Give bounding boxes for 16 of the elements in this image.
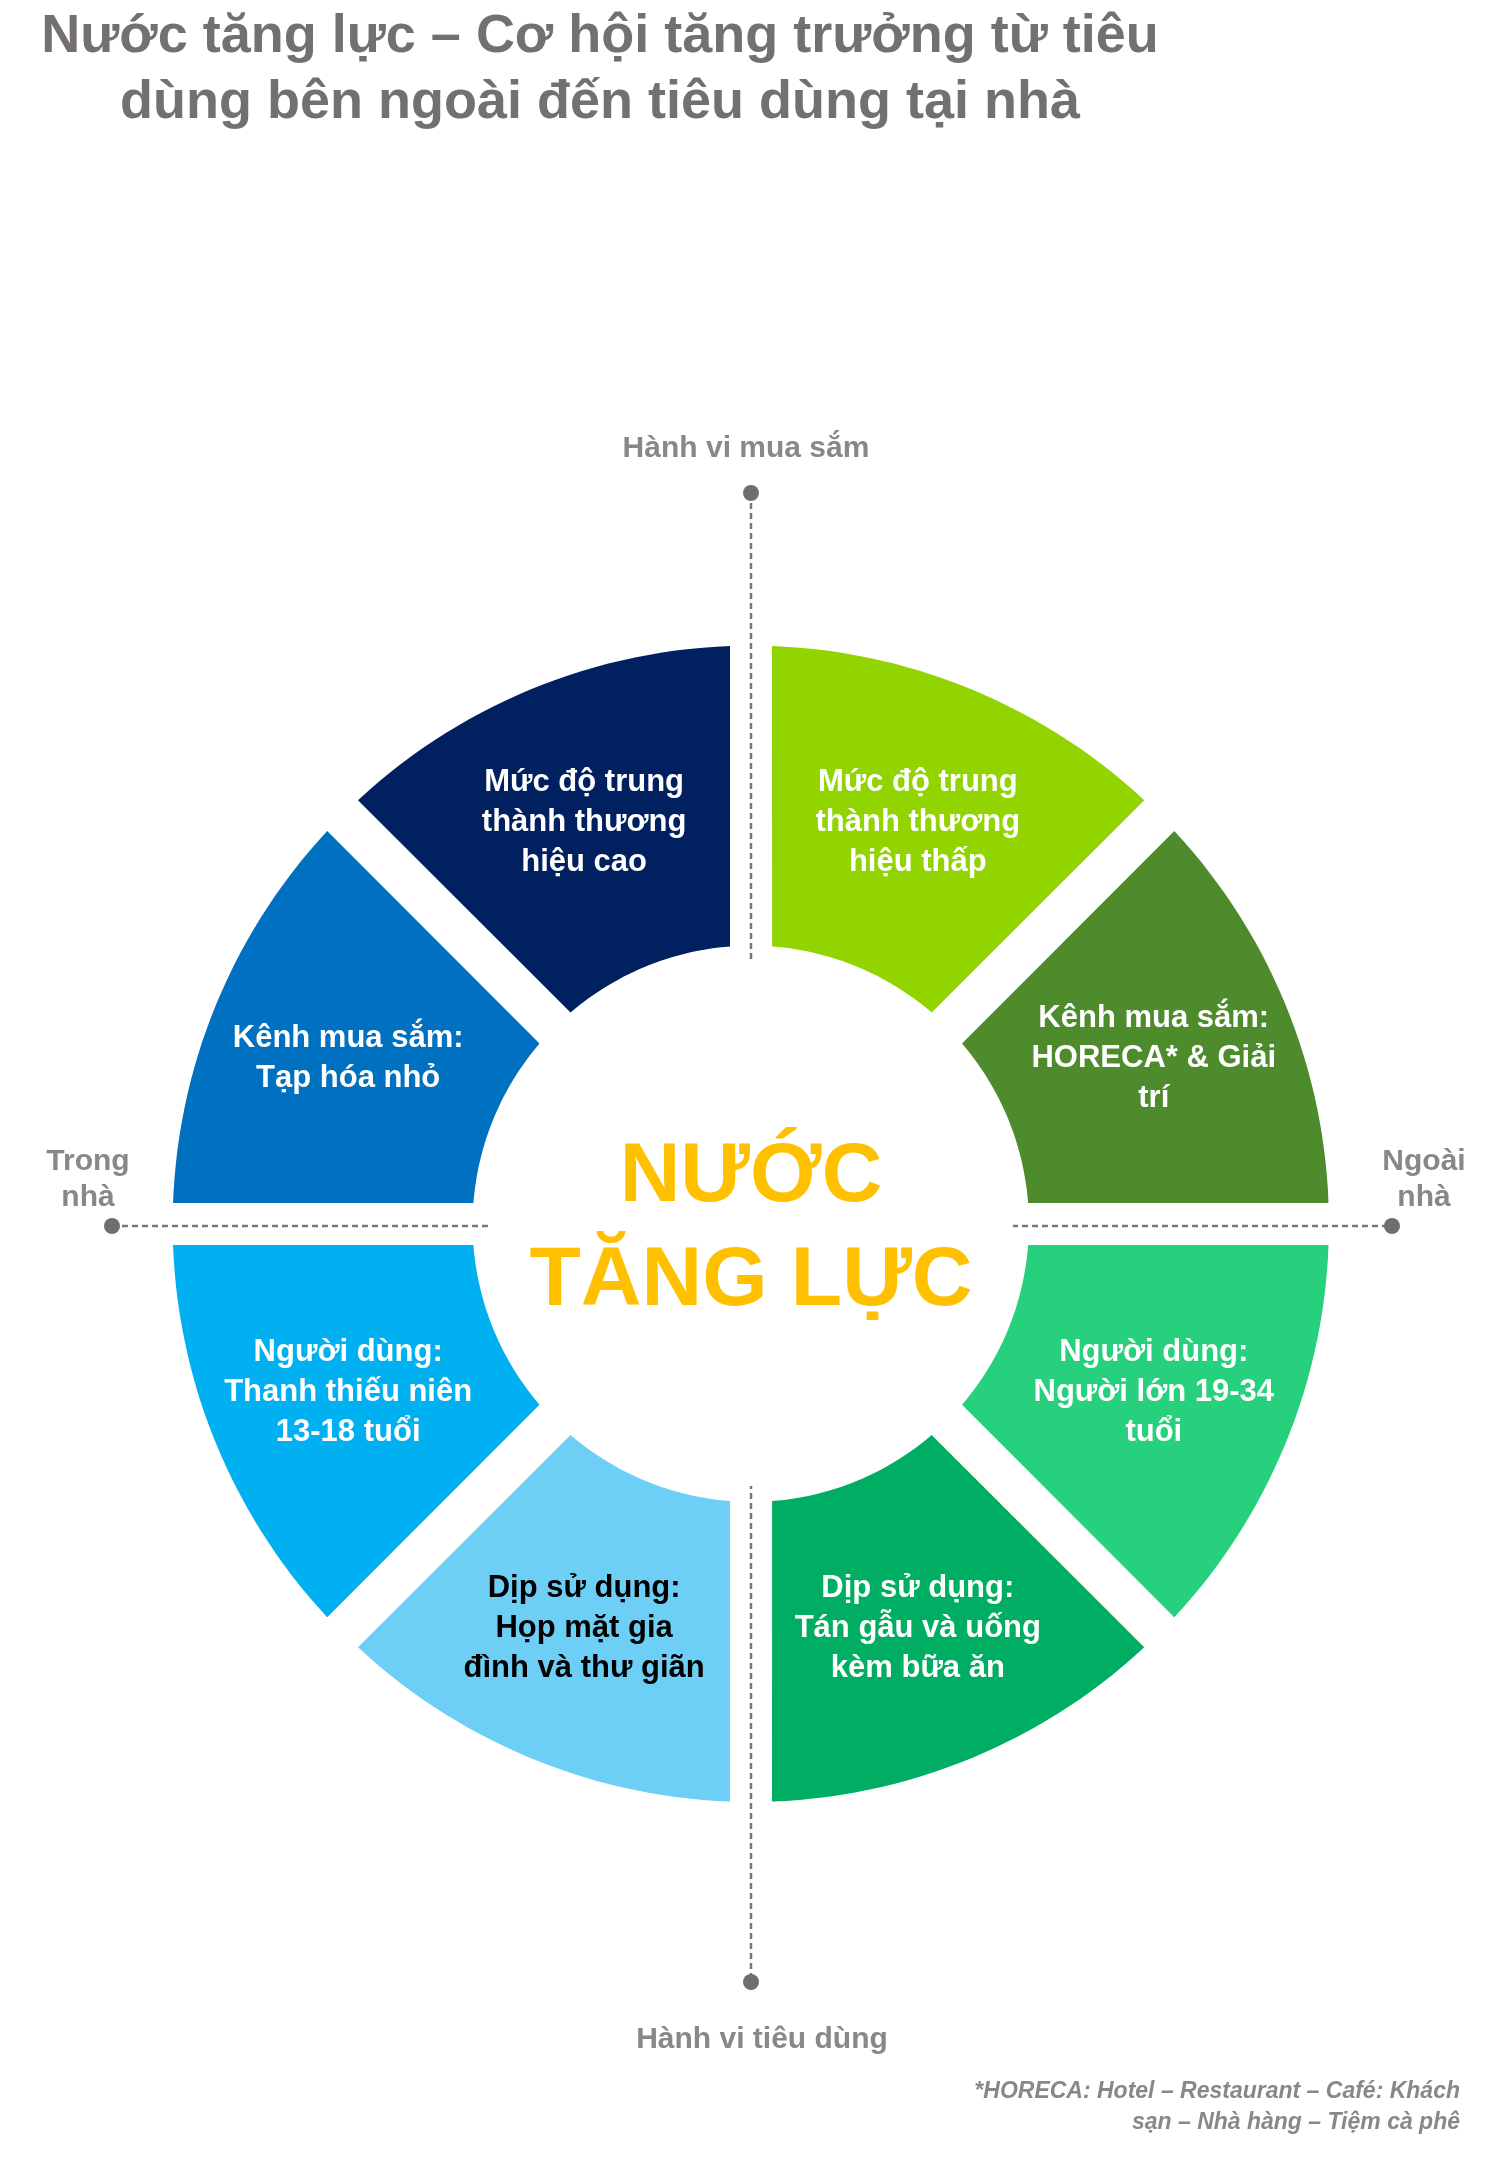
segment-label: Kênh mua sắm: HORECA* & Giải trí <box>1030 997 1278 1117</box>
segment-label: Dịp sử dụng: Họp mặt gia đình và thư giãn <box>462 1567 706 1686</box>
segment-label: Kênh mua sắm: Tạp hóa nhỏ <box>231 1017 465 1097</box>
segment-label: Người dùng: Thanh thiếu niên 13-18 tuổi <box>223 1331 474 1450</box>
segment-label: Mức độ trung thành thương hiệu thấp <box>814 762 1022 881</box>
footnote: *HORECA: Hotel – Restaurant – Café: Khách sạn – Nhà hàng – Tiệm cà phê <box>973 2076 1460 2136</box>
axis-label: Ngoài nhà <box>1381 1142 1467 1214</box>
segment-label: Mức độ trung thành thương hiệu cao <box>480 762 688 881</box>
axis-label: Hành vi tiêu dùng <box>635 2020 889 2056</box>
diagram-title: Nước tăng lực – Cơ hội tăng trưởng từ tiêu dùng bên ngoài đến tiêu dùng tại nhà <box>40 2 1160 131</box>
axis-label: Hành vi mua sắm <box>621 429 871 465</box>
segment-label: Dịp sử dụng: Tán gẫu và uống kèm bữa ăn <box>793 1567 1042 1686</box>
center-title: NƯỚC TĂNG LỰC <box>528 1124 974 1325</box>
ring-segment <box>357 646 730 1013</box>
segment-label: Người dùng: Người lớn 19-34 tuổi <box>1032 1331 1276 1450</box>
axis-label: Trong nhà <box>45 1142 131 1214</box>
